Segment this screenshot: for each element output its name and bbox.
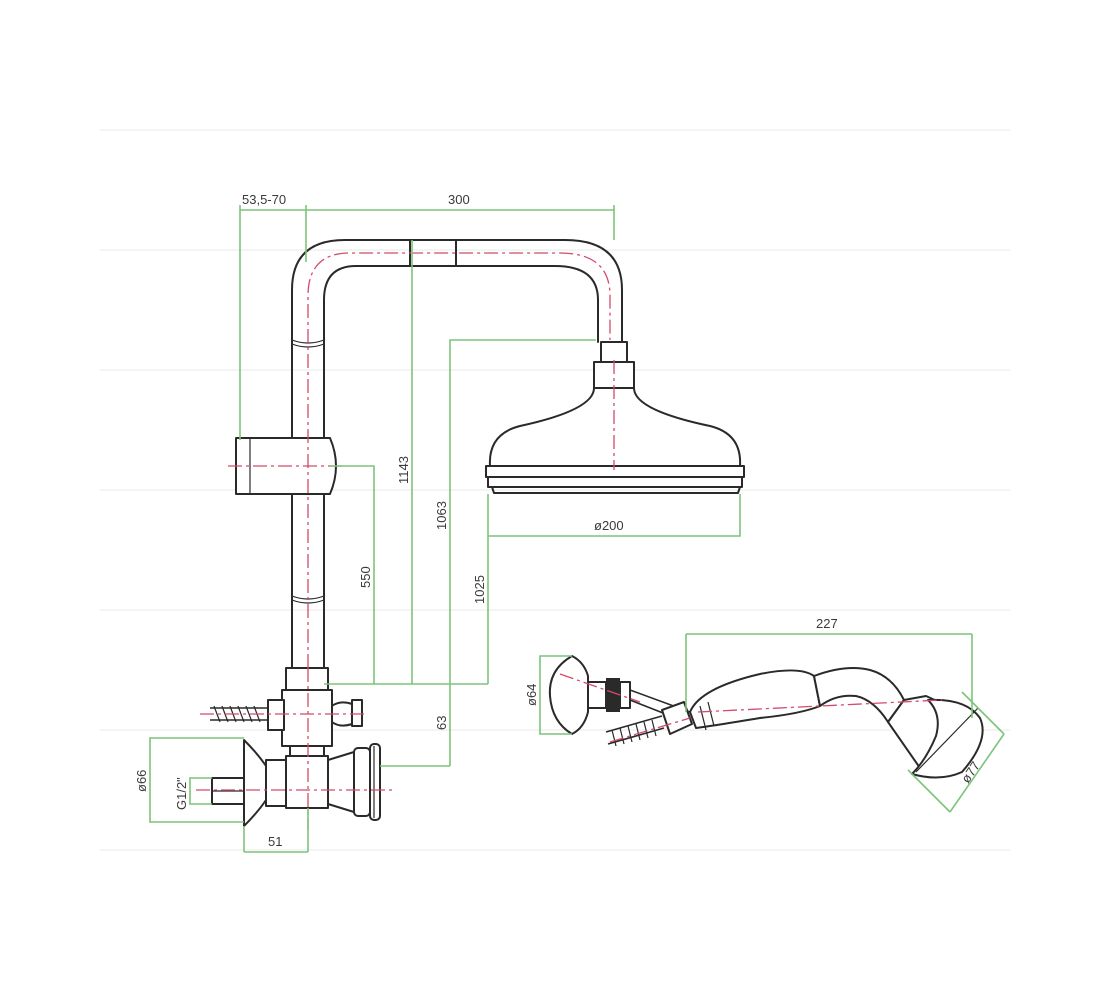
shower-head: [485, 387, 745, 494]
diverter-body: [267, 667, 363, 761]
dim-head-height: 1063: [434, 501, 449, 530]
dimension-labels: 53,5-70 300 1143 1063 ø200 1025 550 63 G…: [134, 192, 983, 849]
hand-shower: [661, 667, 984, 779]
handset-holder: [548, 655, 631, 735]
dim-slider-height: 550: [358, 566, 373, 588]
dim-valve-depth: 51: [268, 834, 282, 849]
dim-head-diameter: ø200: [594, 518, 624, 533]
dim-valve-offset: 63: [434, 716, 449, 730]
centerlines: [196, 252, 943, 830]
wall-valve: [211, 739, 381, 827]
dim-handset-length: 227: [816, 616, 838, 631]
dim-bracket-range: 53,5-70: [242, 192, 286, 207]
dim-flange-diameter: ø66: [134, 770, 149, 792]
dimension-lines: [149, 205, 1005, 853]
dim-arm-length: 300: [448, 192, 470, 207]
dim-overall-height: 1143: [396, 456, 411, 484]
dim-inlet-size: G1/2": [174, 777, 189, 810]
dim-handset-holder-height: 1025: [472, 575, 487, 604]
dim-holder-diameter: ø64: [524, 684, 539, 706]
